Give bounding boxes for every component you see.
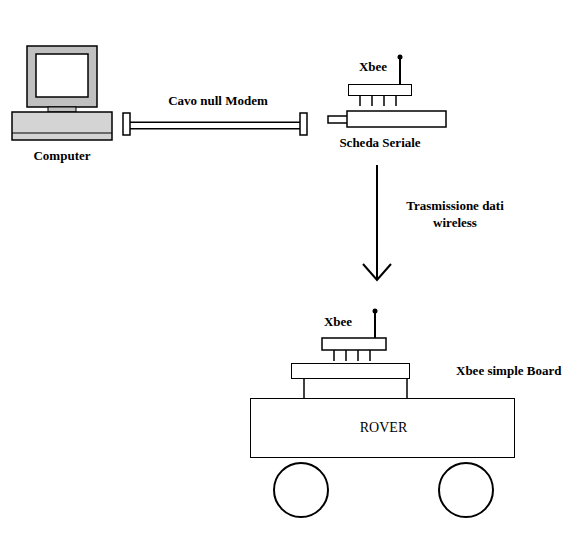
- node-label: Xbee: [343, 59, 403, 75]
- cable-connector: [300, 113, 307, 135]
- edge-label: Cavo null Modem: [158, 92, 278, 109]
- antenna: [374, 312, 376, 338]
- cable-connector: [123, 113, 130, 135]
- serial-board: [347, 111, 446, 127]
- node-label: Xbee simple Board: [456, 363, 578, 379]
- node-label: Computer: [12, 148, 112, 164]
- node-label: Xbee: [310, 314, 366, 330]
- cable-inner: [123, 123, 307, 128]
- antenna-tip: [398, 55, 403, 60]
- computer-node: Computer: [12, 46, 123, 140]
- edge-label: Trasmissione dati wireless: [395, 197, 515, 231]
- cable: [123, 122, 307, 130]
- node-label: Scheda Seriale: [327, 135, 433, 151]
- monitor-case: [27, 46, 97, 107]
- board-leg: [303, 379, 305, 398]
- rover-body: ROVER: [250, 398, 515, 458]
- serial-plug: [328, 116, 348, 123]
- antenna: [399, 58, 401, 84]
- connector-group: [123, 125, 307, 126]
- keyboard: [12, 112, 112, 140]
- keyboard-edge: [12, 133, 112, 134]
- xbee-node: Xbee: [322, 280, 432, 362]
- serial-board-node: Scheda Seriale: [307, 111, 446, 165]
- xbee-pins: [334, 350, 370, 361]
- monitor-screen: [36, 54, 88, 97]
- edges-group: [123, 126, 377, 281]
- wheel: [439, 463, 493, 517]
- xbee-pins: [360, 96, 396, 106]
- wireless-arrow: [376, 165, 378, 280]
- wheel: [274, 463, 328, 517]
- xbee-board: Xbee simple Board: [291, 363, 410, 379]
- board-leg: [406, 379, 408, 398]
- xbee-module: [322, 338, 386, 350]
- node-label: ROVER: [251, 420, 516, 436]
- connector-group: [377, 165, 378, 280]
- antenna-tip: [373, 309, 378, 314]
- xbee-module: Xbee: [348, 84, 412, 96]
